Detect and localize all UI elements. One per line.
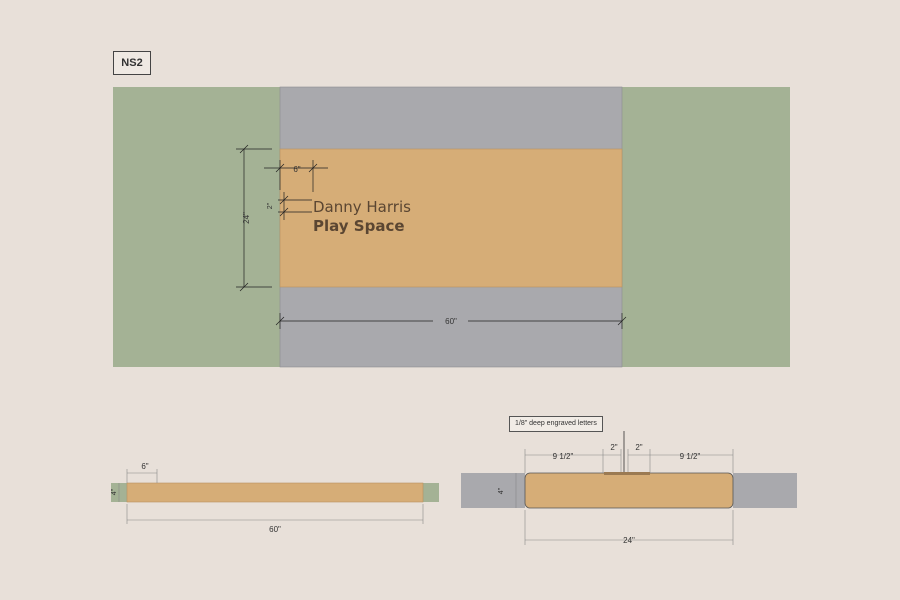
- sign-line-2: Play Space: [313, 217, 405, 235]
- section-gap1-dimension: 2": [610, 443, 617, 452]
- engraved-groove: [604, 472, 650, 475]
- engraving-callout: 1/8" deep engraved letters: [509, 416, 603, 432]
- plan-height-dimension: 24": [242, 212, 251, 224]
- plan-dimension-lines: [236, 144, 627, 329]
- section-thickness-dimension: 4": [498, 487, 505, 494]
- elevation-inset-dimension: 6": [141, 462, 148, 471]
- sign-lettering: Danny Harris Play Space: [313, 198, 411, 236]
- wood-sign-elevation: [126, 482, 424, 503]
- plan-offset-dimension: 6": [293, 165, 300, 174]
- elevation-grass-right: [423, 483, 439, 502]
- section-dimension-lines: [515, 449, 734, 545]
- section-gap2-dimension: 2": [635, 443, 642, 452]
- elevation-thickness-dimension: 4": [111, 488, 118, 495]
- sign-line-1: Danny Harris: [313, 198, 411, 216]
- wood-sign-section: [524, 472, 734, 509]
- elevation-dimension-lines: [118, 469, 424, 524]
- drawing-tag: NS2: [113, 51, 151, 75]
- elevation-length-dimension: 60": [269, 525, 281, 534]
- wood-sign-plan: [279, 148, 623, 288]
- section-concrete-right: [733, 473, 797, 508]
- section-total-dimension: 24": [623, 536, 635, 545]
- section-left-dimension: 9 1/2": [553, 452, 574, 461]
- plan-line-gap-dimension: 2": [267, 202, 274, 209]
- section-right-dimension: 9 1/2": [680, 452, 701, 461]
- plan-width-dimension: 60": [445, 317, 457, 326]
- section-concrete-left: [461, 473, 525, 508]
